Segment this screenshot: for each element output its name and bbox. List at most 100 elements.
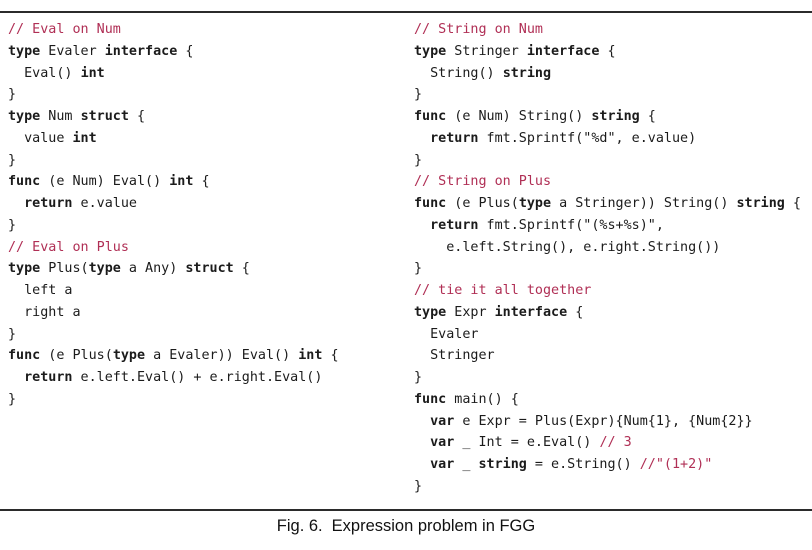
code-text: _ <box>454 457 479 472</box>
code-keyword: return <box>430 217 479 233</box>
code-text <box>414 218 430 233</box>
code-line: func (e Num) String() string { <box>414 106 801 128</box>
code-text: Stringer <box>414 348 495 364</box>
code-line: value int <box>8 128 339 150</box>
code-line: func (e Plus(type a Evaler)) Eval() int … <box>8 345 339 367</box>
code-line: var e Expr = Plus(Expr){Num{1}, {Num{2}} <box>414 411 801 433</box>
code-comment: // Eval on Num <box>8 22 121 37</box>
code-text: e.left.Eval() + e.right.Eval() <box>72 370 323 385</box>
code-comment: // String on Num <box>414 22 543 37</box>
code-text: } <box>8 391 17 407</box>
figure-caption-title: Expression problem in FGG <box>331 517 536 535</box>
code-text: Num <box>40 109 81 124</box>
code-keyword: var <box>430 435 455 451</box>
code-line: e.left.String(), e.right.String()) <box>414 237 801 259</box>
code-text <box>414 457 430 472</box>
code-line: } <box>414 367 801 389</box>
code-keyword: func <box>414 196 447 211</box>
code-line: } <box>414 258 801 280</box>
code-keyword: int <box>80 65 105 81</box>
code-text: } <box>414 370 423 385</box>
code-text: { <box>599 43 616 59</box>
figure-bottom-rule <box>0 509 812 511</box>
code-comment: // tie it all together <box>414 283 592 298</box>
code-text: } <box>414 261 423 277</box>
code-line: type Num struct { <box>8 106 339 128</box>
code-line: // Eval on Plus <box>8 237 339 259</box>
code-text: e.value <box>72 196 137 211</box>
code-line: func main() { <box>414 389 801 411</box>
code-keyword: type <box>518 196 552 211</box>
code-line: } <box>414 150 801 172</box>
code-comment: // String on Plus <box>414 174 552 190</box>
code-text: Evaler <box>414 326 479 342</box>
code-keyword: string <box>591 109 640 124</box>
code-text <box>8 196 24 211</box>
code-keyword: func <box>8 348 41 364</box>
code-text: _ Int = e.Eval() <box>454 435 600 451</box>
code-keyword: interface <box>104 43 178 59</box>
code-keyword: struct <box>185 261 234 277</box>
code-line: } <box>8 389 339 411</box>
code-text: { <box>567 304 584 320</box>
code-line: // String on Plus <box>414 171 801 193</box>
code-text: } <box>414 87 423 103</box>
code-keyword: int <box>298 348 323 364</box>
code-text <box>414 435 430 450</box>
code-keyword: func <box>414 391 447 407</box>
code-line: } <box>8 84 339 106</box>
code-line: type Expr interface { <box>414 302 801 324</box>
code-keyword: string <box>736 196 785 211</box>
figure-caption-label: Fig. 6. <box>276 517 323 535</box>
code-text: a Evaler)) Eval() <box>145 348 299 364</box>
code-keyword: int <box>72 130 97 146</box>
code-line: // String on Num <box>414 19 801 41</box>
code-line: } <box>414 476 801 498</box>
code-text: left a <box>8 283 73 298</box>
code-text <box>8 370 24 385</box>
code-keyword: func <box>414 109 447 124</box>
code-comment: // 3 <box>599 435 632 451</box>
code-keyword: var <box>430 457 455 472</box>
code-keyword: type <box>112 348 146 364</box>
code-text <box>414 131 430 146</box>
code-line: // tie it all together <box>414 280 801 302</box>
code-text: main() { <box>446 391 519 407</box>
code-keyword: return <box>24 196 73 211</box>
code-keyword: type <box>414 304 447 320</box>
code-line: Stringer <box>414 345 801 367</box>
code-line: } <box>8 215 339 237</box>
code-line: return fmt.Sprintf("%d", e.value) <box>414 128 801 150</box>
code-keyword: interface <box>494 304 568 320</box>
code-text: { <box>128 109 146 124</box>
code-text: right a <box>8 304 81 320</box>
code-line: return e.left.Eval() + e.right.Eval() <box>8 367 339 389</box>
code-text: (e Plus( <box>446 196 519 211</box>
code-line: } <box>8 150 339 172</box>
code-text: Expr <box>446 304 495 320</box>
code-text: (e Num) Eval() <box>40 174 170 190</box>
code-line: var _ Int = e.Eval() // 3 <box>414 432 801 454</box>
code-text: Eval() <box>8 65 81 81</box>
code-text: { <box>784 196 801 211</box>
code-keyword: var <box>430 413 455 429</box>
code-line: String() string <box>414 63 801 85</box>
code-keyword: return <box>24 370 73 385</box>
code-text: String() <box>414 65 503 81</box>
code-text: { <box>639 109 656 124</box>
code-keyword: type <box>8 261 41 277</box>
code-text: a Stringer)) String() <box>551 196 737 211</box>
code-text: Stringer <box>446 43 527 59</box>
code-text: (e Num) String() <box>446 109 592 124</box>
code-comment: //"(1+2)" <box>639 457 713 472</box>
code-line: Evaler <box>414 324 801 346</box>
code-text: { <box>233 261 250 277</box>
code-comment: // Eval on Plus <box>8 239 129 255</box>
code-line: var _ string = e.String() //"(1+2)" <box>414 454 801 476</box>
code-line: return fmt.Sprintf("(%s+%s)", <box>414 215 801 237</box>
code-line: type Evaler interface { <box>8 41 339 63</box>
code-line: } <box>414 84 801 106</box>
code-text <box>414 414 430 429</box>
code-line: right a <box>8 302 339 324</box>
